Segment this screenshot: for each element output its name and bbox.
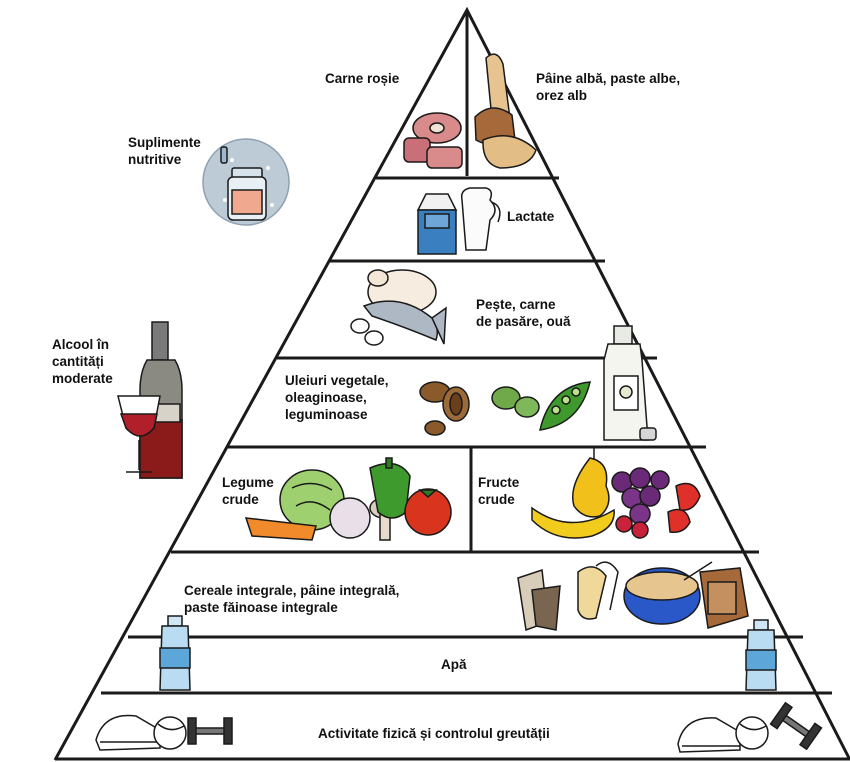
red-meat-icon <box>403 112 463 169</box>
label-dairy: Lactate <box>507 209 555 224</box>
olive-oil-bottle-icon <box>603 325 657 441</box>
label-supplements: Suplimente nutritive <box>128 135 201 167</box>
label-grains: Cereale integrale, pâine integrală, past… <box>184 583 400 615</box>
label-alcohol: Alcool în cantități moderate <box>52 337 113 386</box>
label-oils-nuts: Uleiuri vegetale, oleaginoase, leguminoa… <box>285 373 389 422</box>
label-fish-poultry: Pește, carne de pasăre, ouă <box>476 297 571 329</box>
water-bottle-icon <box>159 615 777 691</box>
wine-bottle-glass-icon <box>117 321 183 479</box>
label-red-meat: Carne roșie <box>325 71 400 86</box>
vegetables-icon <box>244 457 452 541</box>
white-bread-icon <box>474 53 537 169</box>
label-white-bread: Pâine albă, paste albe, orez alb <box>536 71 681 103</box>
label-water: Apă <box>441 657 467 672</box>
nuts-legumes-icon <box>419 381 591 436</box>
whole-grains-icon <box>517 561 749 632</box>
milk-carton-icon <box>416 187 501 255</box>
fruits-icon <box>531 448 701 539</box>
supplement-jar-icon <box>202 138 290 226</box>
label-vegetables: Legume crude <box>222 475 274 507</box>
label-fruits: Fructe crude <box>478 475 520 507</box>
label-activity: Activitate fizică și controlul greutății <box>318 726 550 741</box>
fish-poultry-eggs-icon <box>350 269 447 346</box>
sneaker-dumbbell-icon <box>95 701 823 753</box>
pyramid-outline <box>53 6 850 761</box>
